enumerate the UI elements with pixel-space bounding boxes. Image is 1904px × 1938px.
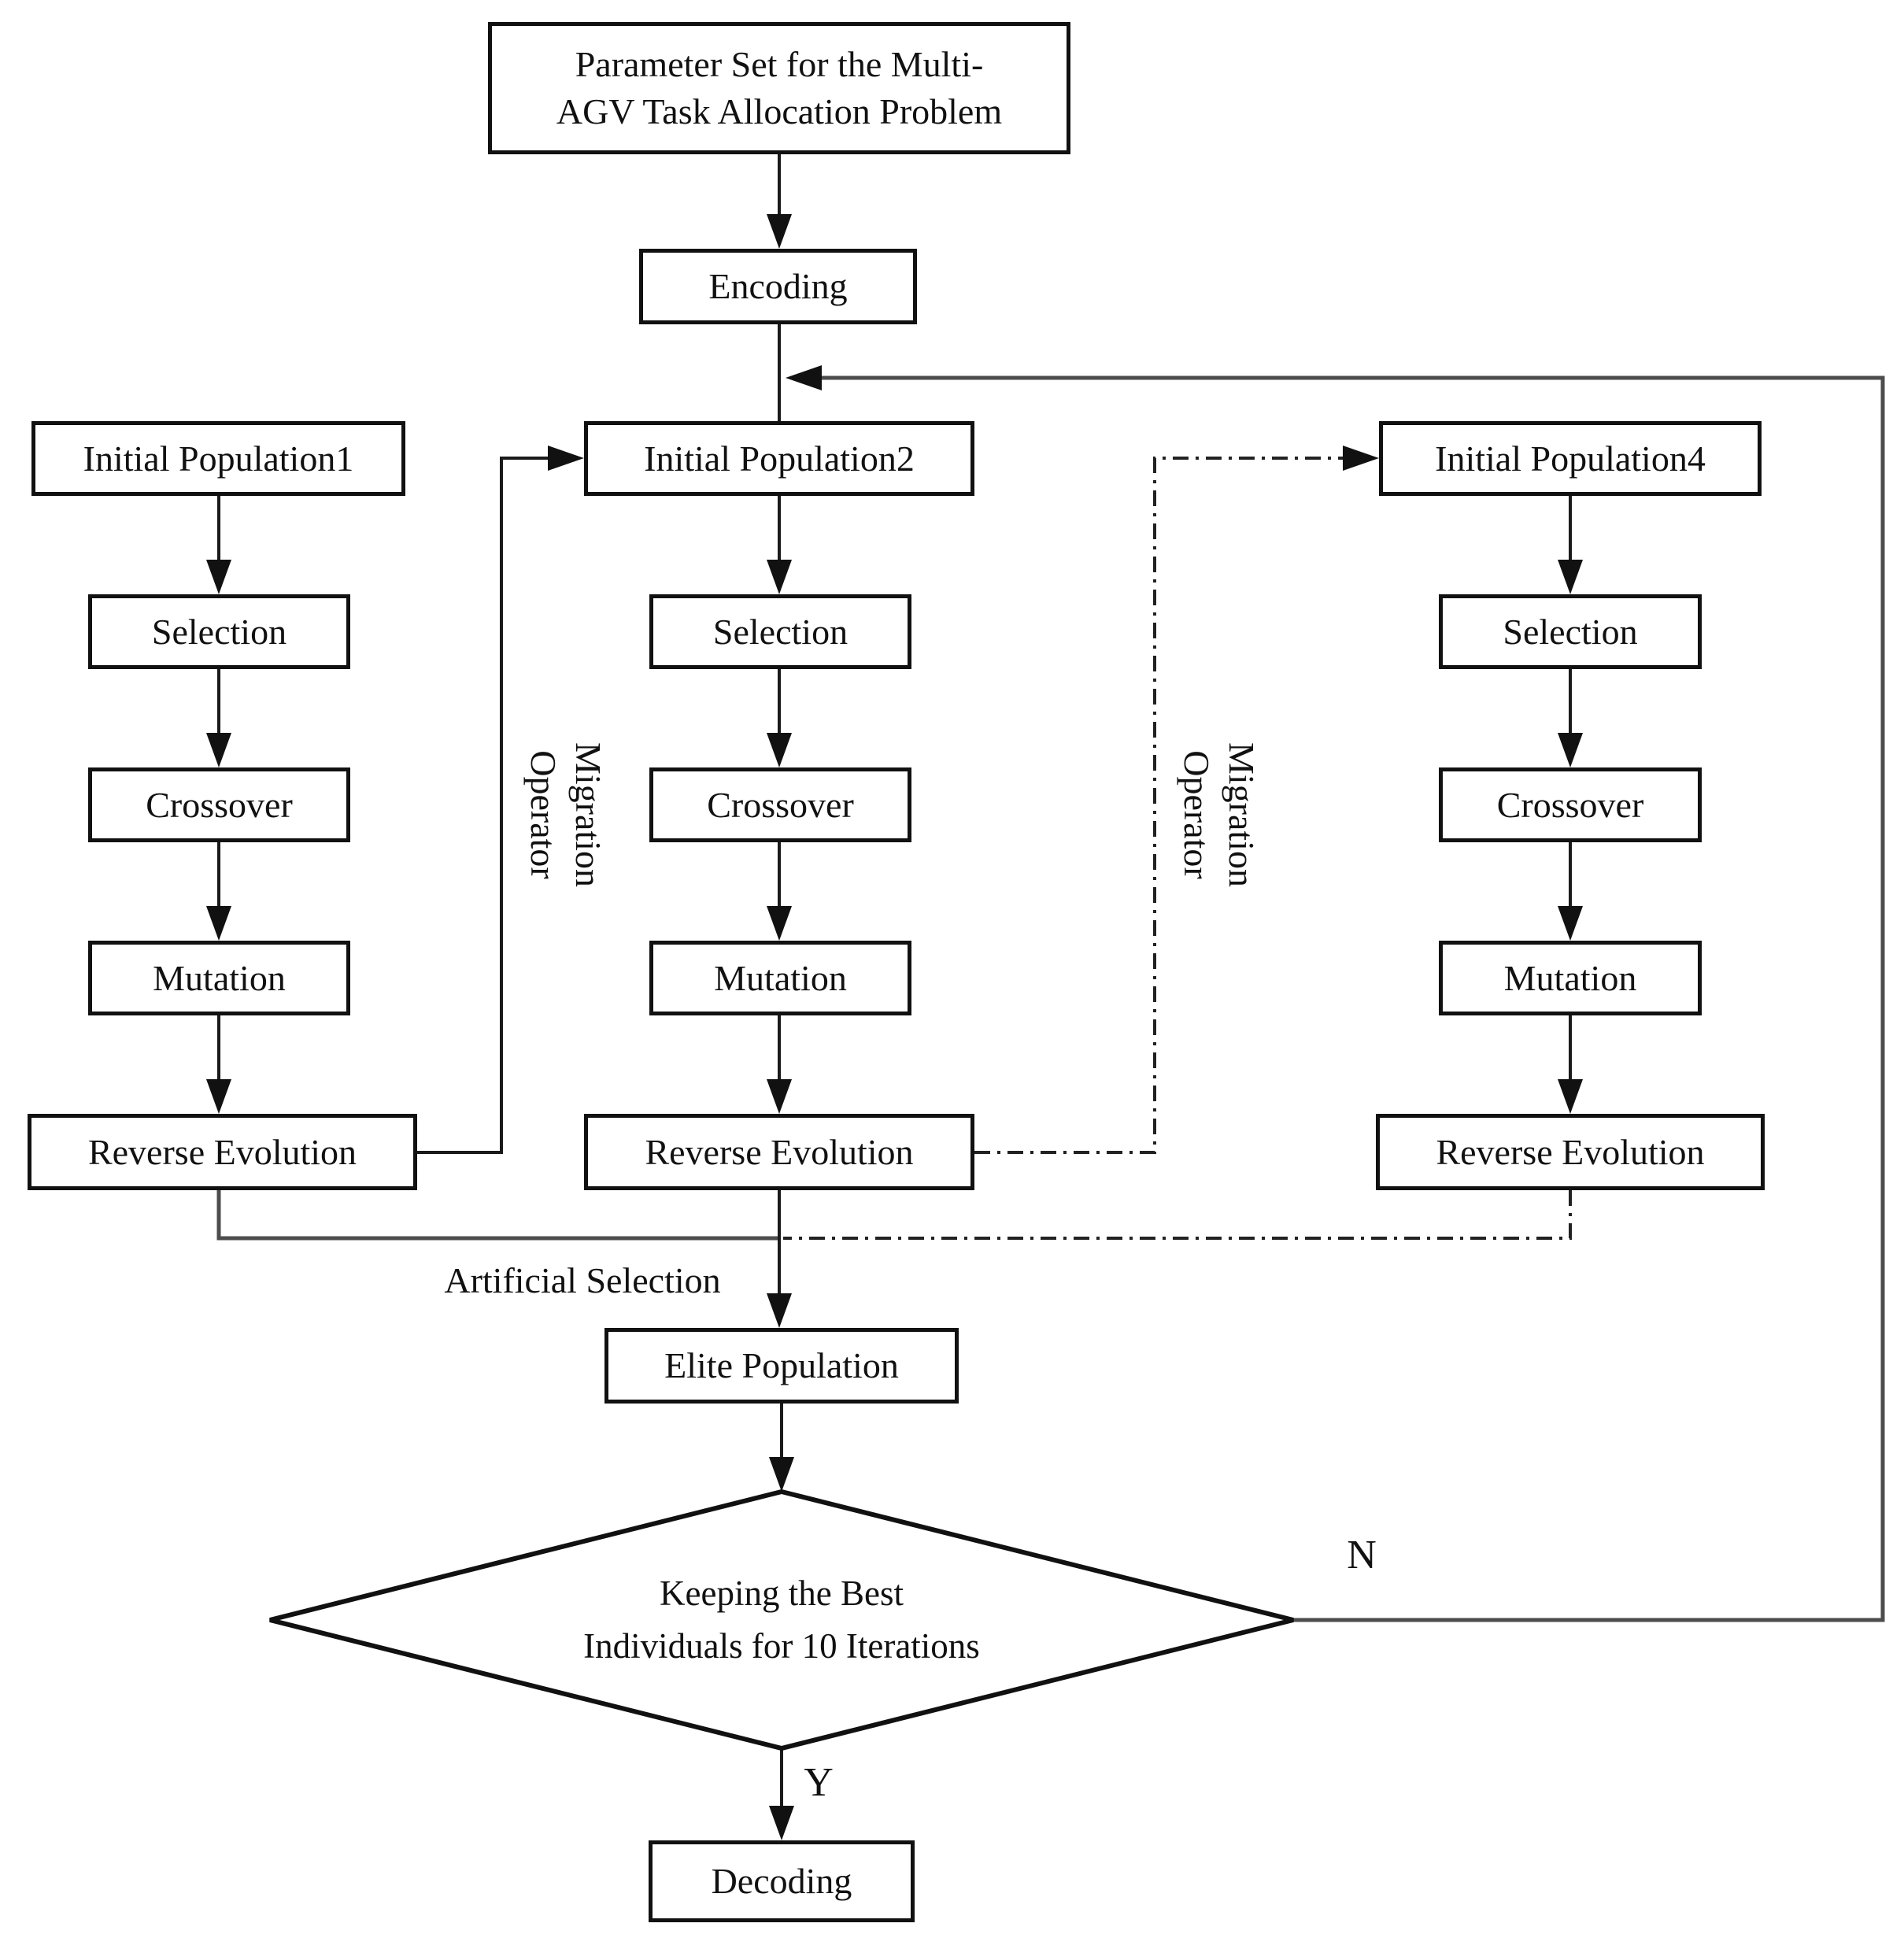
column-connectors [217, 154, 1572, 1812]
decision-diamond-text: Keeping the Best Individuals for 10 Iter… [467, 1557, 1096, 1683]
initial-population-4-label: Initial Population4 [1435, 438, 1706, 479]
initial-population-2-label: Initial Population2 [644, 438, 915, 479]
merge-right-line [783, 1190, 1572, 1240]
merge-left-line [216, 1190, 778, 1241]
migration-2-line1: Migration [1222, 742, 1263, 887]
mutation-3-label: Mutation [1503, 957, 1637, 998]
label-artificial-selection: Artificial Selection [425, 1256, 740, 1305]
node-reverse-evolution-2: Reverse Evolution [584, 1114, 974, 1190]
parameter-set-line1: Parameter Set for the Multi- [575, 44, 984, 85]
initial-population-1-label: Initial Population1 [83, 438, 354, 479]
node-selection-3: Selection [1439, 594, 1702, 669]
arrowheads [206, 214, 1583, 1840]
node-initial-population-4: Initial Population4 [1379, 421, 1762, 496]
node-elite-population: Elite Population [604, 1328, 959, 1404]
migration-2-line2: Operator [1177, 750, 1217, 879]
reverse-evolution-2-label: Reverse Evolution [645, 1131, 914, 1172]
label-migration-operator-2: Migration Operator [1172, 649, 1266, 980]
label-branch-no: N [1318, 1531, 1405, 1578]
decision-diamond-shape [269, 1489, 1294, 1751]
node-selection-2: Selection [649, 594, 911, 669]
selection-2-label: Selection [712, 611, 848, 652]
node-mutation-3: Mutation [1439, 941, 1702, 1015]
branch-no-text: N [1347, 1532, 1377, 1577]
node-crossover-3: Crossover [1439, 767, 1702, 842]
node-encoding: Encoding [639, 249, 917, 324]
node-reverse-evolution-1: Reverse Evolution [28, 1114, 417, 1190]
crossover-1-label: Crossover [146, 784, 293, 825]
migration-line-2 [974, 457, 1346, 1154]
selection-1-label: Selection [151, 611, 287, 652]
migration-1-line2: Operator [523, 750, 564, 879]
node-decoding: Decoding [649, 1840, 915, 1922]
branch-yes-text: Y [804, 1759, 834, 1805]
reverse-evolution-1-label: Reverse Evolution [87, 1131, 357, 1172]
artificial-selection-text: Artificial Selection [444, 1260, 721, 1301]
label-migration-operator-1: Migration Operator [519, 649, 613, 980]
node-reverse-evolution-3: Reverse Evolution [1376, 1114, 1765, 1190]
node-crossover-1: Crossover [88, 767, 350, 842]
crossover-2-label: Crossover [707, 784, 854, 825]
loop-back-line [820, 375, 1885, 1622]
decision-line1: Keeping the Best [660, 1573, 904, 1613]
elite-population-label: Elite Population [664, 1345, 899, 1386]
node-initial-population-1: Initial Population1 [31, 421, 405, 496]
label-branch-yes: Y [779, 1757, 858, 1807]
decision-line2: Individuals for 10 Iterations [583, 1626, 980, 1666]
node-mutation-2: Mutation [649, 941, 911, 1015]
parameter-set-line2: AGV Task Allocation Problem [556, 91, 1003, 131]
migration-1-line1: Migration [568, 742, 609, 887]
crossover-3-label: Crossover [1496, 784, 1644, 825]
encoding-label: Encoding [708, 266, 848, 307]
node-initial-population-2: Initial Population2 [584, 421, 974, 496]
reverse-evolution-3-label: Reverse Evolution [1436, 1131, 1705, 1172]
node-selection-1: Selection [88, 594, 350, 669]
node-crossover-2: Crossover [649, 767, 911, 842]
mutation-2-label: Mutation [714, 957, 847, 998]
selection-3-label: Selection [1503, 611, 1638, 652]
node-mutation-1: Mutation [88, 941, 350, 1015]
decoding-label: Decoding [711, 1861, 852, 1902]
node-parameter-set: Parameter Set for the Multi- AGV Task Al… [488, 22, 1070, 154]
mutation-1-label: Mutation [153, 957, 286, 998]
migration-line-1 [417, 457, 551, 1154]
